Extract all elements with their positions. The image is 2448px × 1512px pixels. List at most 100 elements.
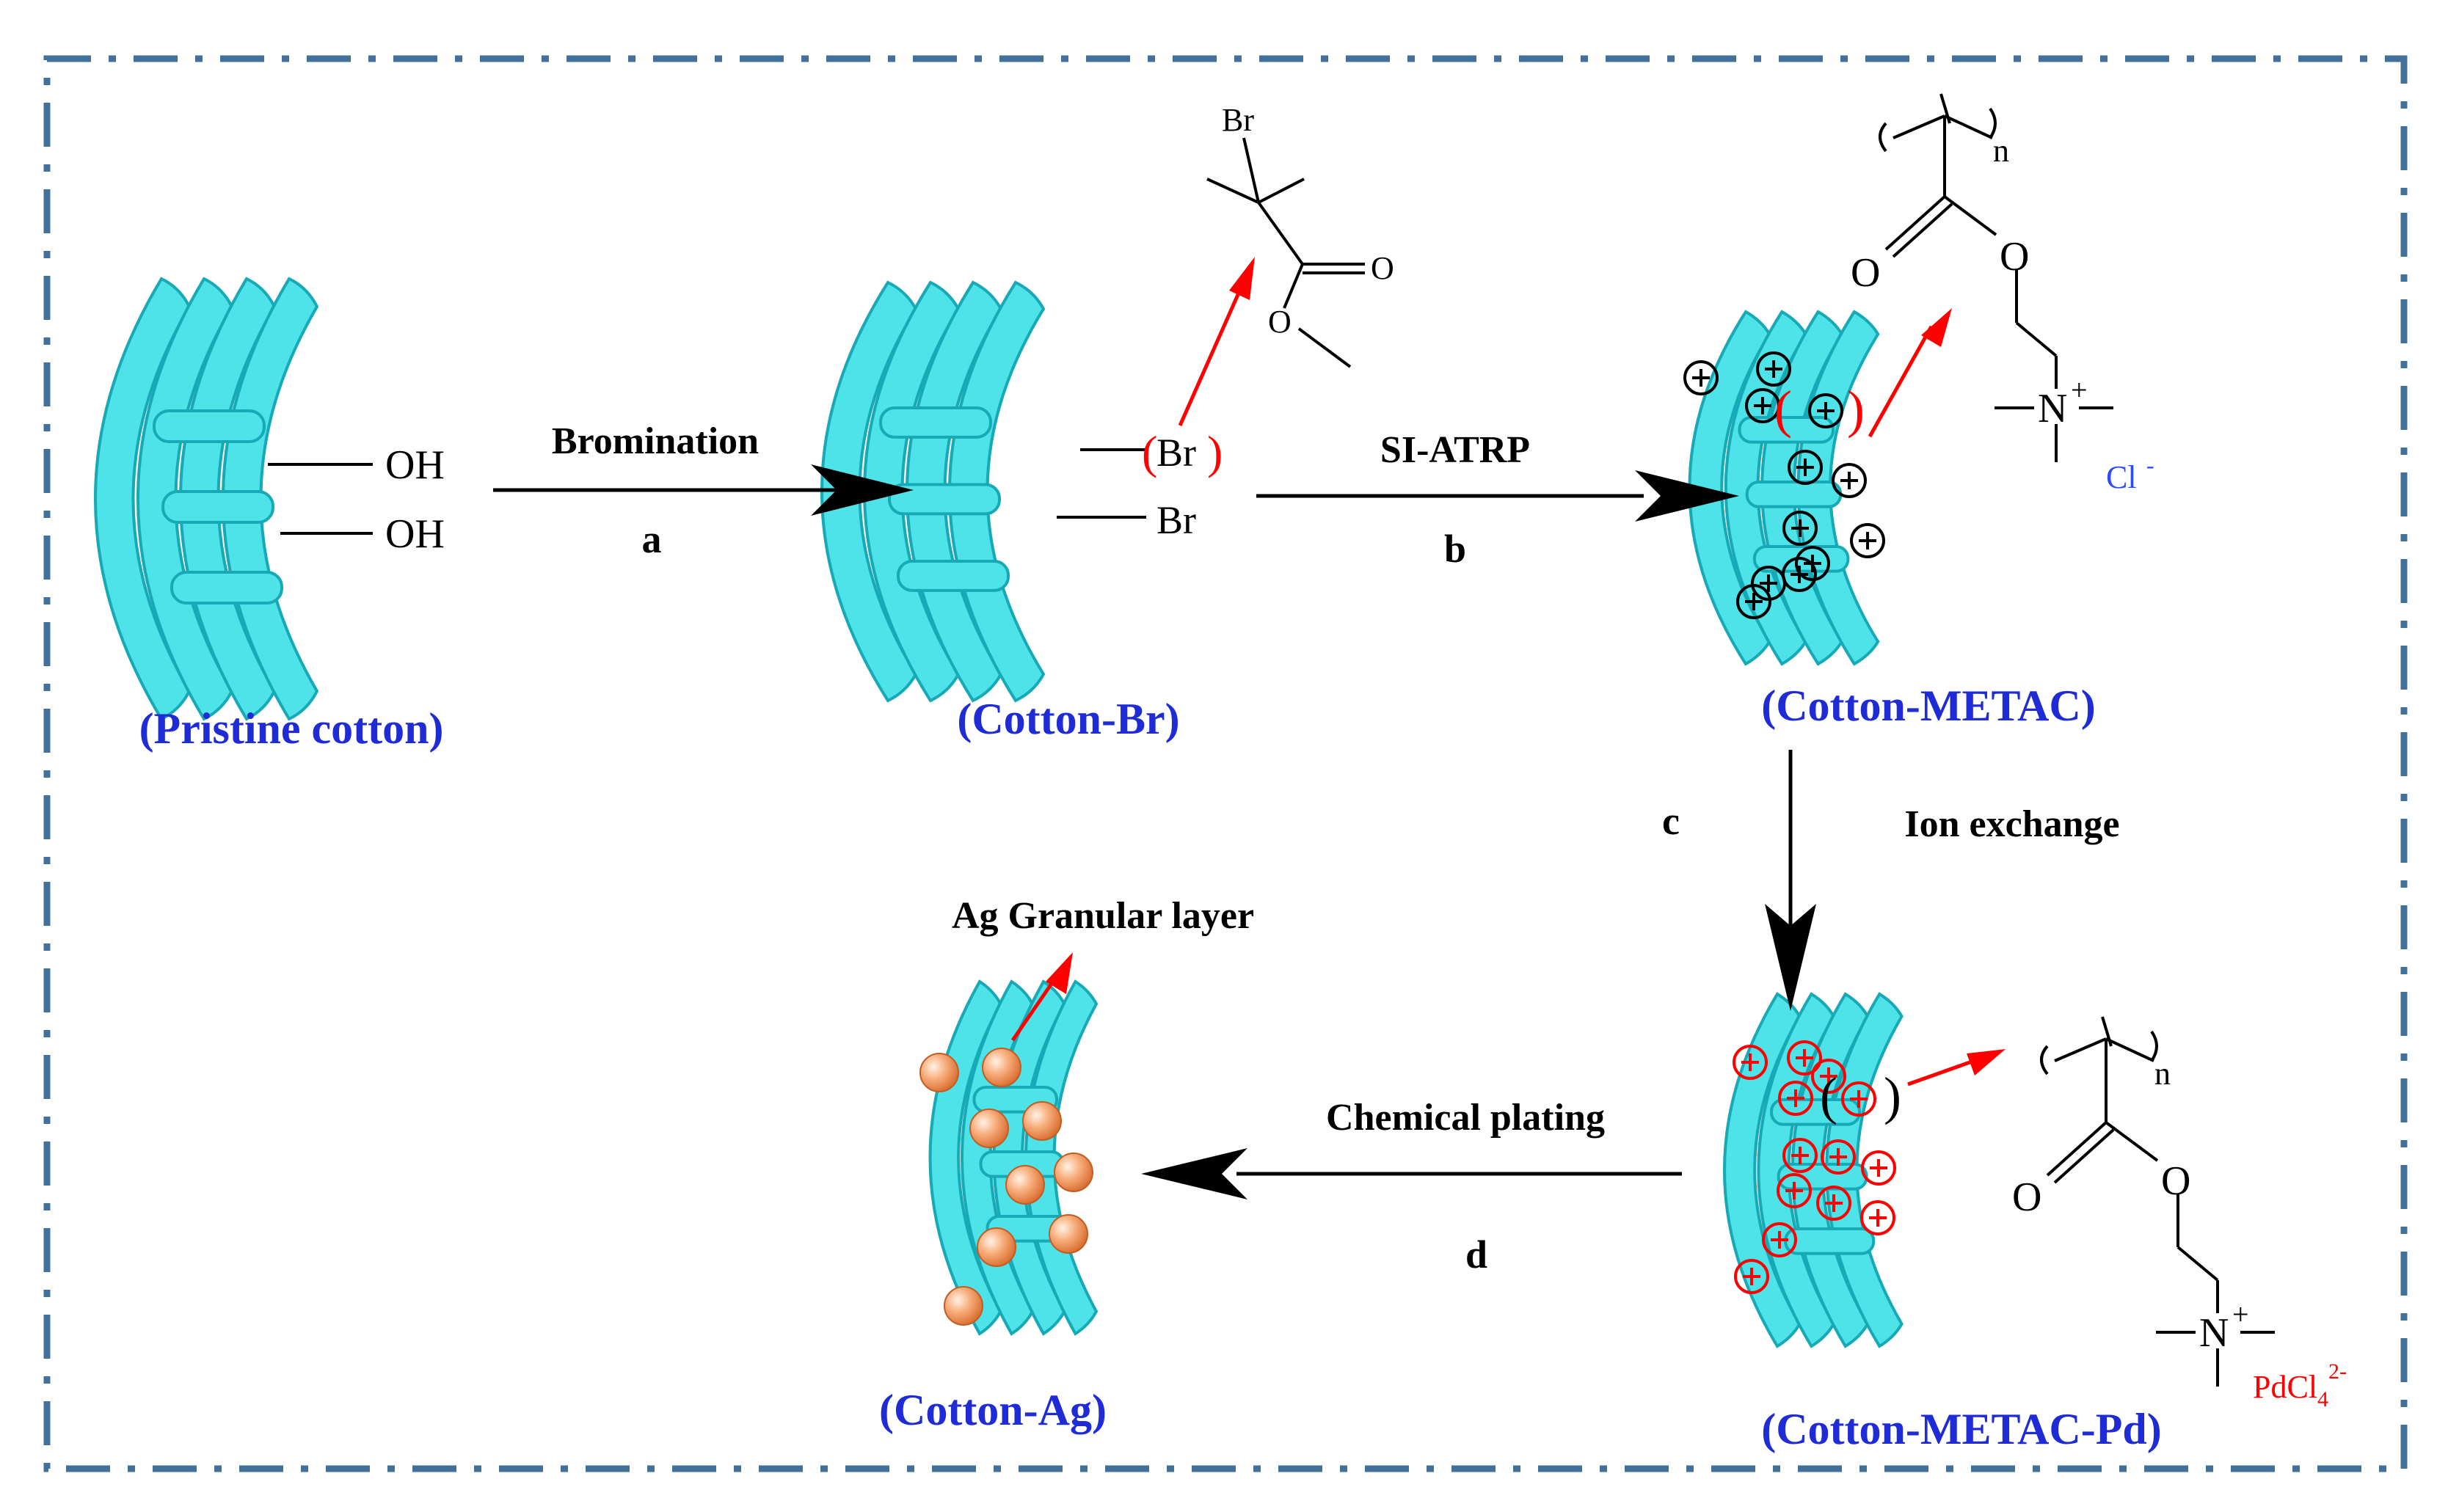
charge-marker-icon — [1683, 360, 1719, 395]
cotton-metac-pd-fiber — [1723, 992, 1904, 1348]
pd-paren-open: ( — [1820, 1067, 1837, 1125]
silver-particle-icon — [1022, 1101, 1062, 1141]
label-cotton-ag: (Cotton-Ag) — [879, 1386, 1107, 1434]
charge-marker-icon — [1756, 351, 1791, 387]
charge-marker-icon — [1816, 1186, 1851, 1221]
label-cotton-metac: (Cotton-METAC) — [1761, 682, 2095, 730]
silver-particle-icon — [982, 1048, 1021, 1087]
charge-marker-icon — [1733, 1045, 1768, 1080]
ag-particles — [919, 1048, 1093, 1326]
metac-n-label: N — [2038, 386, 2067, 431]
charge-marker-icon — [1811, 1059, 1846, 1094]
charge-marker-icon — [1762, 1222, 1797, 1257]
arrow-a-head — [811, 464, 914, 516]
label-cotton-metac-pd: (Cotton-METAC-Pd) — [1761, 1405, 2161, 1453]
fiber-segment — [1745, 481, 1843, 508]
metac-paren-open: ( — [1774, 380, 1792, 439]
charge-marker-icon — [1821, 1139, 1856, 1175]
pd-n-subscript: n — [2154, 1056, 2171, 1092]
pd-n-label: N — [2199, 1310, 2229, 1356]
oh-label-1: OH — [385, 442, 445, 488]
charge-marker-icon — [1861, 1150, 1896, 1186]
bromoisobutyrate-structure — [1206, 137, 1365, 368]
pointer-arrow-br — [1178, 257, 1255, 427]
pd-charge-markers — [1733, 1040, 1896, 1294]
pd-counterion-base: PdCl — [2253, 1369, 2317, 1405]
pointer-arrow-ag — [1010, 952, 1073, 1042]
fiber-segment — [879, 406, 992, 439]
pd-paren-close: ) — [1884, 1067, 1901, 1125]
metac-o-ester: O — [2000, 234, 2029, 280]
charge-marker-icon — [1782, 557, 1817, 592]
pristine-cotton-fiber — [94, 277, 319, 721]
pd-counterion-sub: 4 — [2317, 1387, 2328, 1411]
pd-o-carbonyl: O — [2012, 1175, 2041, 1220]
step-d-name: Chemical plating — [1326, 1097, 1605, 1139]
fiber-strand — [1024, 979, 1099, 1336]
label-pristine-cotton: (Pristine cotton) — [139, 704, 444, 753]
charge-marker-icon — [1782, 511, 1818, 546]
charge-marker-icon — [1808, 393, 1843, 428]
silver-particle-icon — [1054, 1153, 1093, 1192]
metac-o-carbonyl: O — [1851, 250, 1880, 296]
metac-counterion: Cl — [2106, 459, 2137, 495]
metac-structure — [1879, 93, 2113, 462]
br-label-1: Br — [1156, 431, 1196, 475]
bromo-o-carbonyl: O — [1371, 250, 1394, 286]
fiber-segment — [897, 560, 1010, 592]
silver-particle-icon — [977, 1227, 1016, 1267]
br-paren-open: ( — [1142, 426, 1157, 478]
pd-counterion-charge: 2- — [2328, 1359, 2347, 1384]
charge-marker-icon — [1787, 1040, 1822, 1075]
br-label-2: Br — [1156, 498, 1196, 542]
metac-paren-close: ) — [1847, 380, 1865, 439]
fiber-strand — [1825, 992, 1904, 1348]
step-c-letter: c — [1662, 799, 1680, 843]
step-c-name: Ion exchange — [1904, 803, 2119, 845]
silver-particle-icon — [1049, 1214, 1088, 1254]
charge-marker-icon — [1860, 1200, 1895, 1235]
label-ag-granular-layer: Ag Granular layer — [952, 895, 1254, 937]
oh-label-2: OH — [385, 511, 445, 557]
bromo-o-ester: O — [1268, 304, 1292, 340]
step-d-letter: d — [1465, 1232, 1487, 1277]
charge-marker-icon — [1778, 1081, 1813, 1116]
label-cotton-br: (Cotton-Br) — [957, 695, 1179, 743]
step-a-letter: a — [642, 517, 662, 561]
dashed-frame — [43, 55, 2408, 1472]
step-b-name: SI-ATRP — [1380, 429, 1530, 471]
bromo-br-label: Br — [1222, 102, 1254, 138]
fiber-segment — [1738, 416, 1835, 444]
charge-marker-icon — [1788, 450, 1823, 485]
arrow-c-head — [1765, 904, 1816, 1011]
charge-marker-icon — [1745, 388, 1780, 423]
fiber-segment — [1770, 1098, 1861, 1126]
pd-counterion: PdCl42- — [2253, 1359, 2347, 1411]
pointer-arrow-pd — [1907, 1049, 2006, 1086]
metac-pd-structure — [2040, 1016, 2275, 1387]
fiber-segment — [888, 483, 1001, 516]
arrow-b-head — [1635, 470, 1739, 522]
fiber-segment — [153, 409, 266, 443]
silver-particle-icon — [944, 1286, 983, 1326]
arrow-d-head — [1141, 1148, 1247, 1199]
charge-marker-icon — [1734, 1259, 1769, 1294]
step-b-letter: b — [1444, 527, 1466, 571]
charge-marker-icon — [1850, 523, 1885, 558]
metac-n-subscript: n — [1993, 133, 2009, 169]
fiber-segment — [170, 571, 283, 605]
fiber-segment — [1784, 1227, 1876, 1255]
metac-counterion-charge: - — [2146, 452, 2154, 478]
metac-charge-markers — [1683, 351, 1885, 619]
charge-marker-icon — [1832, 463, 1867, 498]
silver-particle-icon — [1005, 1165, 1045, 1205]
charge-marker-icon — [1736, 584, 1771, 619]
silver-particle-icon — [969, 1109, 1009, 1148]
pointer-arrow-metac — [1868, 308, 1952, 438]
fiber-segment — [161, 490, 274, 524]
fiber-strand — [948, 280, 1046, 703]
br-paren-close: ) — [1207, 426, 1223, 478]
pd-n-charge: + — [2232, 1298, 2249, 1331]
charge-marker-icon — [1841, 1081, 1876, 1117]
